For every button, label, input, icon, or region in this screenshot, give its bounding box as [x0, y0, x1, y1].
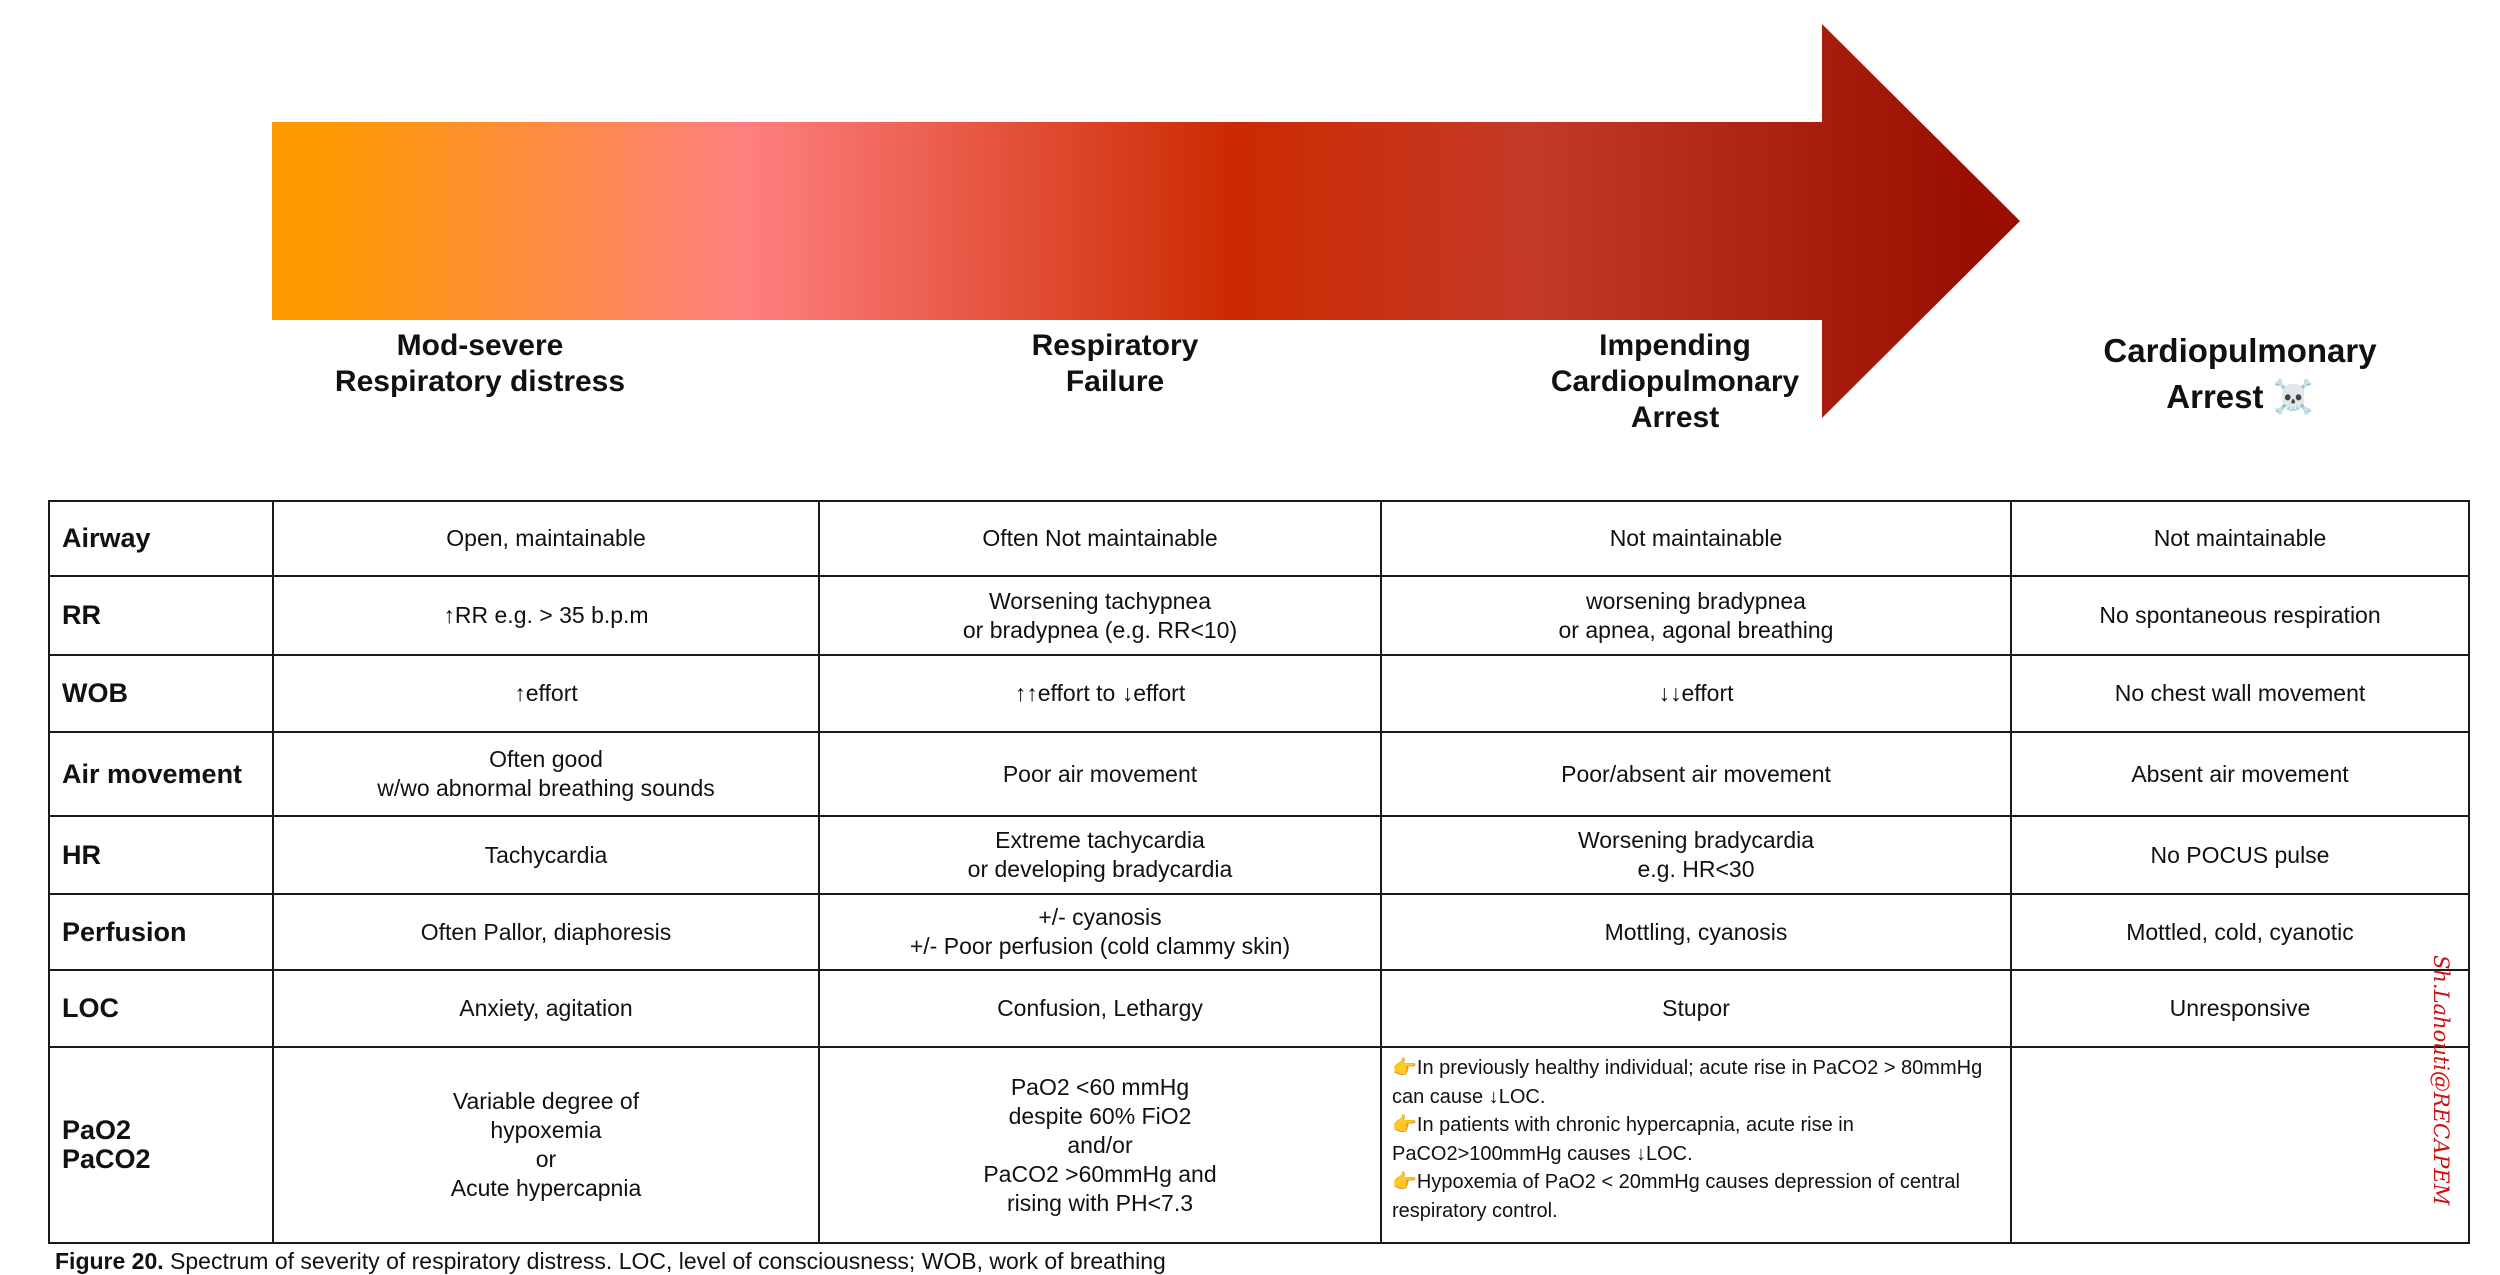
- stage-label-respiratory-failure: Respiratory Failure: [1031, 329, 1199, 398]
- table-cell: Often Pallor, diaphoresis: [272, 893, 820, 971]
- table-cell: Mottling, cyanosis: [1380, 893, 2012, 971]
- row-header: Air movement: [48, 731, 274, 817]
- table-cell: No chest wall movement: [2010, 654, 2470, 733]
- figure-caption: Figure 20. Spectrum of severity of respi…: [55, 1248, 1166, 1275]
- table-cell: Variable degree of hypoxemia or Acute hy…: [272, 1046, 820, 1244]
- note-text: In patients with chronic hypercapnia, ac…: [1392, 1114, 1854, 1165]
- table-cell: Mottled, cold, cyanotic: [2010, 893, 2470, 971]
- gas-notes-cell: 👉In previously healthy individual; acute…: [1380, 1046, 2012, 1244]
- note-text: In previously healthy individual; acute …: [1392, 1057, 1983, 1108]
- table-cell: Poor/absent air movement: [1380, 731, 2012, 817]
- table-cell: Open, maintainable: [272, 500, 820, 577]
- row-header: RR: [48, 575, 274, 656]
- table-cell: Absent air movement: [2010, 731, 2470, 817]
- table-cell: [2010, 1046, 2470, 1244]
- caption-label: Figure 20.: [55, 1248, 164, 1274]
- table-cell: Extreme tachycardia or developing bradyc…: [818, 815, 1382, 895]
- table-cell: No spontaneous respiration: [2010, 575, 2470, 656]
- table-cell: Worsening bradycardia e.g. HR<30: [1380, 815, 2012, 895]
- table-cell: No POCUS pulse: [2010, 815, 2470, 895]
- note-item: 👉Hypoxemia of PaO2 < 20mmHg causes depre…: [1392, 1168, 2000, 1225]
- row-header: Airway: [48, 500, 274, 577]
- row-header: HR: [48, 815, 274, 895]
- pointing-hand-icon: 👉: [1392, 1171, 1417, 1193]
- table-cell: Tachycardia: [272, 815, 820, 895]
- table-cell: Often good w/wo abnormal breathing sound…: [272, 731, 820, 817]
- table-cell: ↑effort: [272, 654, 820, 733]
- table-cell: Unresponsive: [2010, 969, 2470, 1048]
- table-cell: ↑↑effort to ↓effort: [818, 654, 1382, 733]
- note-text: Hypoxemia of PaO2 < 20mmHg causes depres…: [1392, 1171, 1960, 1222]
- arrow-shape: [272, 24, 2020, 418]
- stage-label-cardiopulmonary-arrest: Cardiopulmonary Arrest ☠️: [2103, 332, 2377, 415]
- row-header: Perfusion: [48, 893, 274, 971]
- table-cell: worsening bradypnea or apnea, agonal bre…: [1380, 575, 2012, 656]
- table-cell: +/- cyanosis +/- Poor perfusion (cold cl…: [818, 893, 1382, 971]
- table-cell: Often Not maintainable: [818, 500, 1382, 577]
- row-header: LOC: [48, 969, 274, 1048]
- pointing-hand-icon: 👉: [1392, 1057, 1417, 1079]
- severity-arrow: [272, 24, 2020, 418]
- row-header-pao2-paco2: PaO2 PaCO2: [48, 1046, 274, 1244]
- table-cell: Not maintainable: [2010, 500, 2470, 577]
- table-cell: Not maintainable: [1380, 500, 2012, 577]
- note-item: 👉In patients with chronic hypercapnia, a…: [1392, 1111, 2000, 1168]
- table-cell: ↑RR e.g. > 35 b.p.m: [272, 575, 820, 656]
- pointing-hand-icon: 👉: [1392, 1114, 1417, 1136]
- table-cell: PaO2 <60 mmHg despite 60% FiO2 and/or Pa…: [818, 1046, 1382, 1244]
- note-item: 👉In previously healthy individual; acute…: [1392, 1054, 2000, 1111]
- table-cell: Stupor: [1380, 969, 2012, 1048]
- row-header: WOB: [48, 654, 274, 733]
- table-cell: Confusion, Lethargy: [818, 969, 1382, 1048]
- stage-label-mod-severe-distress: Mod-severe Respiratory distress: [334, 329, 626, 398]
- gas-row: PaO2 PaCO2 Variable degree of hypoxemia …: [48, 1046, 2470, 1244]
- stage-label-impending-arrest: Impending Cardiopulmonary Arrest: [1550, 329, 1800, 434]
- table-cell: Worsening tachypnea or bradypnea (e.g. R…: [818, 575, 1382, 656]
- caption-text: Spectrum of severity of respiratory dist…: [163, 1248, 1166, 1274]
- table-cell: Anxiety, agitation: [272, 969, 820, 1048]
- table-cell: Poor air movement: [818, 731, 1382, 817]
- author-signature: Sh.Lahouti@RECAPEM: [2429, 955, 2453, 1206]
- table-cell: ↓↓effort: [1380, 654, 2012, 733]
